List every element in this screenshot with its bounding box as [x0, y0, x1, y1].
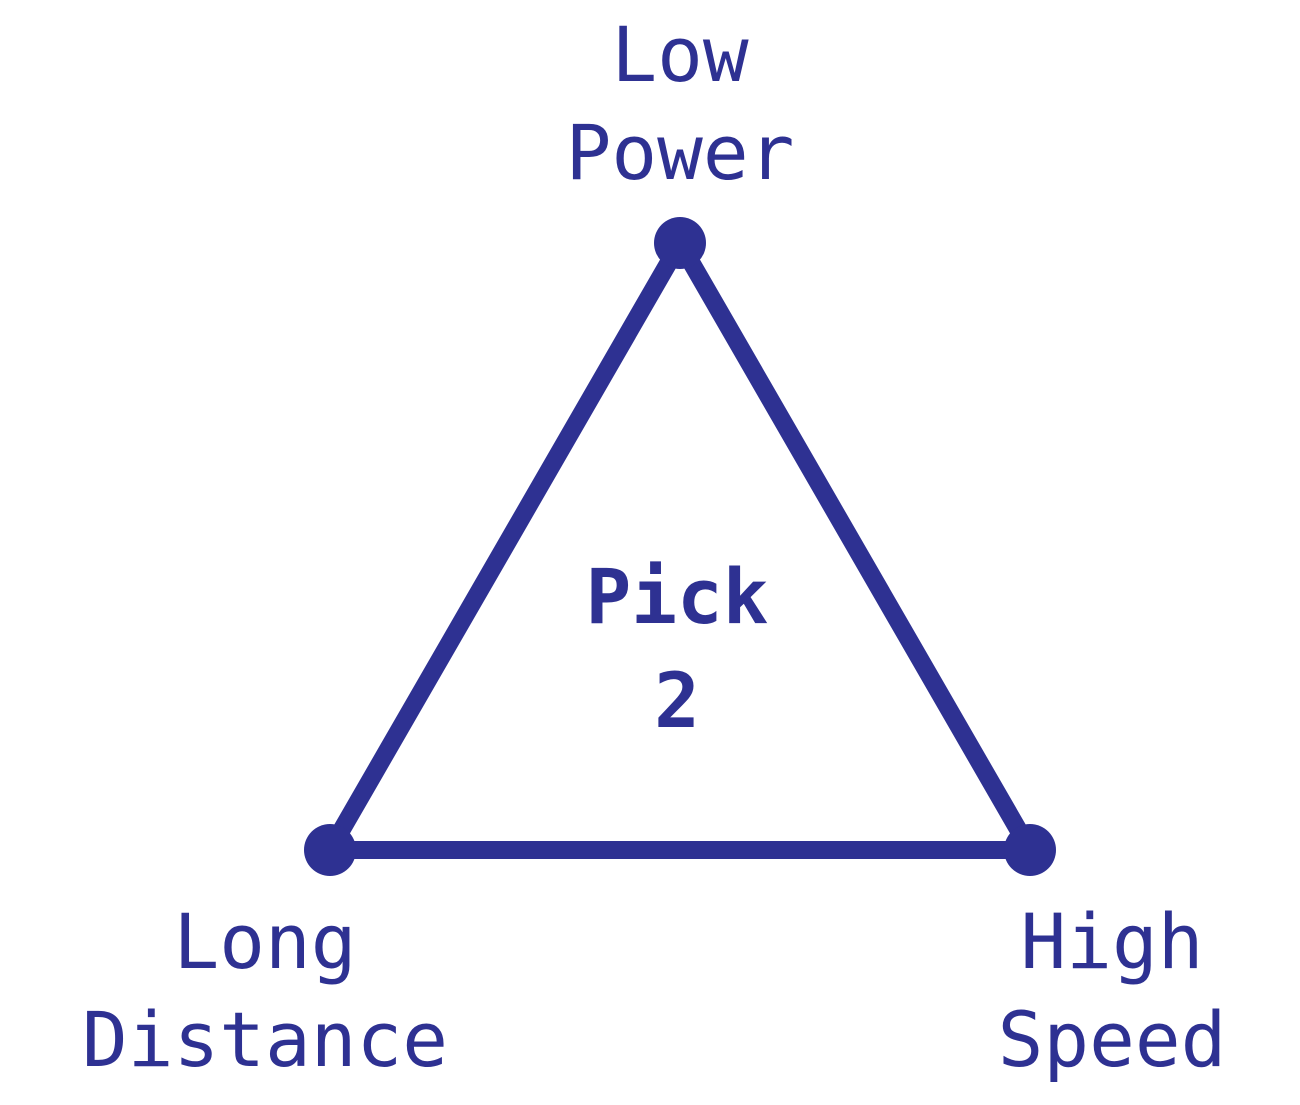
center-label: Pick 2 [527, 545, 827, 753]
vertex-label-top: Low Power [530, 6, 830, 202]
vertex-label-bottom-left-line2: Distance [81, 995, 449, 1084]
edge-top-to-bottom-left [321, 234, 689, 859]
triangle-edges [321, 234, 1039, 859]
vertex-label-bottom-right: High Speed [962, 893, 1262, 1089]
vertex-dot-bottom-left [304, 824, 356, 876]
vertex-label-bottom-left-line1: Long [173, 897, 357, 986]
vertex-label-bottom-right-line2: Speed [997, 995, 1227, 1084]
vertex-label-top-line1: Low [611, 10, 749, 99]
center-label-line1: Pick [585, 552, 769, 641]
vertex-label-top-line2: Power [565, 108, 795, 197]
center-label-line2: 2 [654, 656, 700, 745]
vertex-dot-top [654, 217, 706, 269]
edge-top-to-bottom-right [671, 234, 1039, 859]
vertex-label-bottom-left: Long Distance [65, 893, 465, 1089]
vertex-label-bottom-right-line1: High [1020, 897, 1204, 986]
vertex-dot-bottom-right [1004, 824, 1056, 876]
